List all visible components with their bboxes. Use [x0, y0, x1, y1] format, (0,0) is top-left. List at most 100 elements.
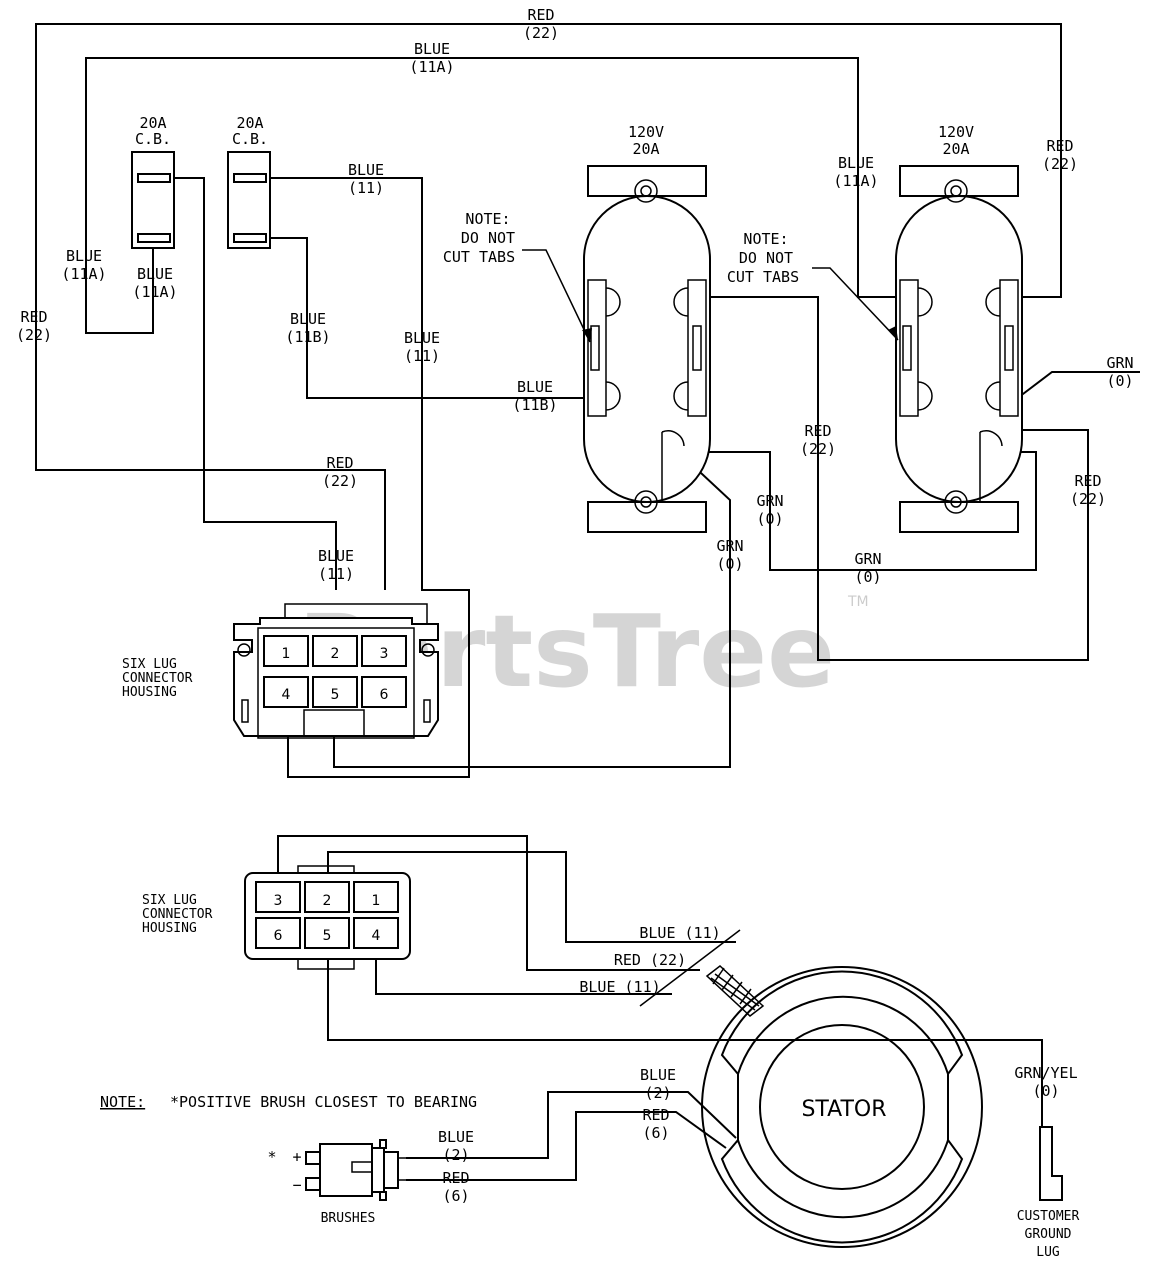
- ground-lug-label-1: CUSTOMER: [1017, 1209, 1080, 1224]
- connector-lower-label-2: CONNECTOR: [142, 907, 213, 922]
- label-blue-left: BLUE: [66, 247, 102, 265]
- label-red-left: RED: [20, 308, 47, 326]
- cable-cut-line: [639, 929, 741, 1007]
- label-blue-lug-num: (11): [318, 565, 354, 583]
- wire-grn-0-r2: [1018, 371, 1140, 398]
- wire-lower-blue-11-b: [375, 948, 672, 995]
- note-tabs-1-line1: NOTE:: [465, 210, 510, 228]
- connector-upper-label-2: CONNECTOR: [122, 671, 193, 686]
- circuit-breaker-1: [131, 151, 175, 249]
- label-blue-11-top: BLUE: [348, 161, 384, 179]
- label-stator-red: RED: [642, 1106, 669, 1124]
- ground-lug-label-2: GROUND: [1025, 1227, 1072, 1242]
- label-brush-red: RED: [442, 1169, 469, 1187]
- label-stator-blue-num: (2): [644, 1084, 671, 1102]
- wire-brush-blue-2: [406, 1091, 737, 1159]
- brush-assembly: [305, 1139, 406, 1201]
- label-lower-red-22: RED (22): [614, 951, 686, 969]
- label-blue-left-num: (11A): [61, 265, 106, 283]
- connector-lower-pins: [255, 881, 399, 949]
- note-tabs-1-line2: DO NOT: [461, 229, 515, 247]
- note-brush-label: NOTE:: [100, 1093, 145, 1111]
- upper-pin-1: 1: [282, 646, 291, 662]
- circuit-breaker-2: [227, 151, 271, 249]
- wire-lower-red-22: [327, 851, 736, 943]
- label-blue-r2: BLUE: [838, 154, 874, 172]
- wire-brush-red-6: [406, 1111, 727, 1181]
- upper-pin-5: 5: [331, 687, 340, 703]
- note-tabs-2-line1: NOTE:: [743, 230, 788, 248]
- brush-star: *: [267, 1148, 276, 1166]
- brush-plus: +: [292, 1148, 301, 1166]
- label-red-right-num: (22): [1042, 155, 1078, 173]
- lower-pin-4: 4: [372, 928, 381, 944]
- label-grn-yel-num: (0): [1032, 1082, 1059, 1100]
- watermark-trademark: TM: [847, 594, 869, 610]
- label-blue-11b-left-num: (11B): [285, 328, 330, 346]
- note-tabs-2-line2: DO NOT: [739, 249, 793, 267]
- label-blue-cb1: BLUE: [137, 265, 173, 283]
- label-grn-bridge-a: GRN: [756, 492, 783, 510]
- label-grn-r2-num: (0): [1106, 372, 1133, 390]
- label-red-top-num: (22): [523, 24, 559, 42]
- label-blue-cb1-num: (11A): [132, 283, 177, 301]
- label-red-bridge-num: (22): [800, 440, 836, 458]
- cable-sleeve: [705, 965, 765, 1017]
- label-grn-yel: GRN/YEL: [1014, 1064, 1077, 1082]
- label-blue-11-top-num: (11): [348, 179, 384, 197]
- lower-pin-5: 5: [323, 928, 332, 944]
- label-blue-11-mid-num: (11): [404, 347, 440, 365]
- label-lower-blue-11-b: BLUE (11): [579, 978, 660, 996]
- connector-lower-label-3: HOUSING: [142, 921, 197, 936]
- upper-pin-6: 6: [380, 687, 389, 703]
- label-brush-blue: BLUE: [438, 1128, 474, 1146]
- upper-pin-3: 3: [380, 646, 389, 662]
- label-red-r2: RED: [1074, 472, 1101, 490]
- cb2-rating: 20A: [236, 114, 263, 132]
- receptacle-1-voltage: 120V: [628, 123, 664, 141]
- label-grn-bridge-b: GRN: [854, 550, 881, 568]
- connector-housing-upper: [233, 603, 439, 739]
- lower-pin-3: 3: [274, 893, 283, 909]
- receptacle-2-voltage: 120V: [938, 123, 974, 141]
- connector-upper-label-1: SIX LUG: [122, 657, 177, 672]
- label-blue-lug: BLUE: [318, 547, 354, 565]
- lower-pin-6: 6: [274, 928, 283, 944]
- note-brush-text: *POSITIVE BRUSH CLOSEST TO BEARING: [170, 1093, 477, 1111]
- label-red-r2-num: (22): [1070, 490, 1106, 508]
- lower-pin-2: 2: [323, 893, 332, 909]
- cb2-type: C.B.: [232, 130, 268, 148]
- wire-cb1-to-connector: [175, 177, 337, 590]
- label-red-left-num: (22): [16, 326, 52, 344]
- ground-lug: [1039, 1126, 1063, 1201]
- stator: [701, 966, 983, 1248]
- brush-minus: −: [292, 1176, 301, 1194]
- receptacle-1-current: 20A: [632, 140, 659, 158]
- label-stator-red-num: (6): [642, 1124, 669, 1142]
- connector-upper-label-3: HOUSING: [122, 685, 177, 700]
- note-tabs-2-line3: CUT TABS: [727, 268, 799, 286]
- wire-blue-11b: [265, 237, 588, 399]
- label-blue-11b-left: BLUE: [290, 310, 326, 328]
- cb1-rating: 20A: [139, 114, 166, 132]
- wire-lower-blue-11-a: [277, 835, 700, 971]
- label-red-top: RED: [527, 6, 554, 24]
- wire-grn-0-lug: [333, 445, 731, 768]
- receptacle-2-current: 20A: [942, 140, 969, 158]
- label-red-right: RED: [1046, 137, 1073, 155]
- label-blue-r2-num: (11A): [833, 172, 878, 190]
- receptacle-1: [583, 165, 711, 533]
- note-tabs-1-leader: [522, 249, 591, 343]
- upper-pin-4: 4: [282, 687, 291, 703]
- wire-red-22-outer: [35, 23, 1062, 590]
- connector-lower-label-1: SIX LUG: [142, 893, 197, 908]
- label-blue-top: BLUE: [414, 40, 450, 58]
- wire-blue-11: [265, 177, 470, 778]
- label-red-bridge: RED: [804, 422, 831, 440]
- label-grn-lug: GRN: [716, 537, 743, 555]
- label-red-lower: RED: [326, 454, 353, 472]
- connector-upper-pins: [263, 635, 407, 708]
- receptacle-2: [895, 165, 1023, 533]
- label-blue-top-num: (11A): [409, 58, 454, 76]
